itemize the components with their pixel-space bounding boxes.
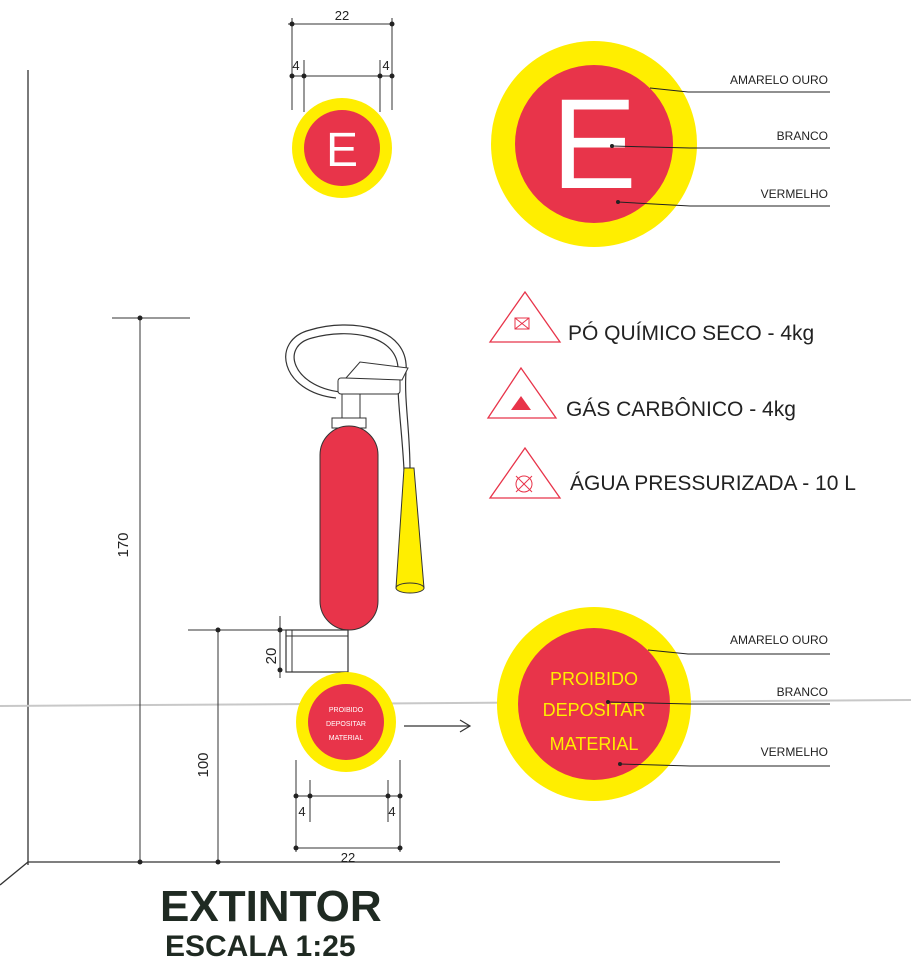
fire-extinguisher [285, 324, 425, 673]
small-prohibited-line-3: MATERIAL [329, 735, 364, 742]
small-e-sign: E [292, 98, 392, 198]
p-label-amarelo: AMARELO OURO [730, 633, 828, 647]
large-prohibited-line-1: PROIBIDO [550, 669, 638, 689]
small-e-letter: E [326, 124, 358, 177]
e-label-vermelho: VERMELHO [761, 187, 828, 201]
fold-line [0, 699, 911, 707]
floor-perspective-line [0, 861, 29, 886]
triangle-crossed-square-icon [488, 290, 562, 343]
e-label-branco: BRANCO [777, 129, 828, 143]
small-prohibited-line-1: PROIBIDO [329, 707, 364, 714]
arrow-right-icon [404, 719, 472, 733]
dim-height-floor: 100 [195, 752, 212, 777]
height-dimension-group [112, 317, 288, 862]
dim-top-width: 22 [335, 8, 349, 23]
small-prohibited-line-2: DEPOSITAR [326, 721, 366, 728]
dim-bottom-right-inset: 4 [388, 804, 395, 819]
triangle-crossed-circle-icon [488, 446, 562, 499]
small-prohibited-sign: PROIBIDO DEPOSITAR MATERIAL [296, 672, 396, 772]
large-prohibited-sign: PROIBIDO DEPOSITAR MATERIAL [497, 607, 691, 801]
legend-item-po-quimico: PÓ QUÍMICO SECO - 4kg [568, 322, 814, 345]
large-e-sign: E [491, 41, 697, 247]
drawing-title: EXTINTOR [160, 882, 382, 931]
large-e-letter: E [551, 73, 636, 216]
dim-support-height: 20 [263, 648, 280, 665]
large-prohibited-line-3: MATERIAL [550, 734, 639, 754]
dim-bottom-left-inset: 4 [298, 804, 305, 819]
dim-height-total: 170 [115, 532, 132, 557]
triangle-filled-icon [486, 366, 558, 419]
legend: PÓ QUÍMICO SECO - 4kg GÁS CARBÔNICO - 4k… [486, 290, 856, 499]
dim-top-left-inset: 4 [292, 58, 299, 73]
legend-item-agua-pressurizada: ÁGUA PRESSURIZADA - 10 L [570, 472, 856, 495]
drawing-scale: ESCALA 1:25 [165, 930, 356, 963]
dim-bottom-width: 22 [341, 850, 355, 865]
p-label-vermelho: VERMELHO [761, 745, 828, 759]
p-label-branco: BRANCO [777, 685, 828, 699]
dim-top-right-inset: 4 [382, 58, 389, 73]
e-label-amarelo: AMARELO OURO [730, 73, 828, 87]
bottom-dimension-group [295, 760, 401, 852]
legend-item-gas-carbonico: GÁS CARBÔNICO - 4kg [566, 398, 796, 421]
top-dimension-group [288, 18, 393, 112]
large-prohibited-line-2: DEPOSITAR [543, 700, 646, 720]
